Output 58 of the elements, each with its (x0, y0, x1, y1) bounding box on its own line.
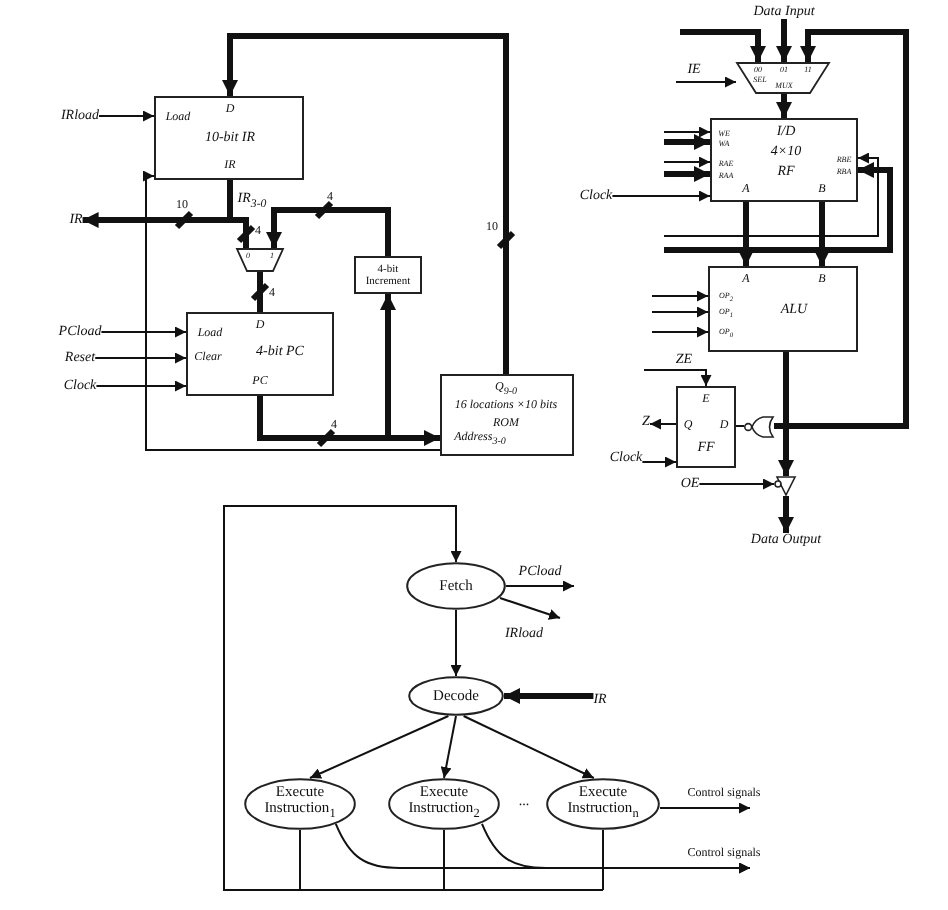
arrow (776, 19, 792, 62)
arrow (223, 505, 604, 891)
flip-flop-box (676, 386, 736, 468)
arrow (95, 380, 187, 392)
wire (735, 425, 745, 427)
arrow (776, 94, 792, 118)
arrow (659, 802, 751, 814)
arrow (481, 822, 751, 874)
wire (227, 177, 256, 251)
arrow (651, 326, 709, 338)
arrow (680, 29, 766, 62)
tri-state-buffer-symbol (774, 476, 798, 496)
arrow (143, 170, 441, 451)
wire (250, 269, 270, 315)
arrow (783, 29, 909, 429)
incrementer-box (354, 256, 422, 294)
arrow (663, 126, 711, 138)
multiplexer (736, 62, 830, 94)
register-file-box (710, 118, 858, 202)
arrow (309, 715, 450, 779)
arrow (266, 200, 391, 259)
arrow (651, 306, 709, 318)
state-ellipse (388, 778, 500, 830)
arrow (450, 609, 462, 677)
arrow (94, 352, 187, 364)
state-ellipse (406, 562, 506, 610)
arrow (738, 202, 754, 266)
state-ellipse (244, 778, 356, 830)
arrow (611, 190, 711, 202)
arrow (504, 688, 594, 704)
alu-box (708, 266, 858, 352)
arrow (664, 162, 893, 253)
arrow (814, 202, 830, 266)
arrow (664, 166, 710, 182)
state-ellipse (408, 676, 504, 716)
arrow (675, 76, 737, 88)
arrow (641, 456, 677, 468)
arrow (651, 290, 709, 302)
arrow (222, 33, 516, 377)
arrow (664, 134, 710, 150)
arrow (778, 496, 794, 533)
arrow (440, 715, 457, 779)
arrow (505, 580, 575, 592)
arrow (499, 597, 561, 620)
arrow (643, 369, 712, 387)
arrow (698, 478, 775, 490)
multiplexer (236, 248, 284, 272)
arrow (649, 418, 677, 430)
arrow (462, 715, 595, 779)
state-ellipse (546, 778, 660, 830)
memory-box (440, 374, 574, 456)
nor-gate-symbol (744, 416, 774, 438)
register-box (186, 312, 334, 396)
arrow (663, 156, 711, 168)
arrow (98, 110, 155, 122)
register-box (154, 96, 304, 180)
arrow (663, 152, 879, 237)
arrow (100, 326, 187, 338)
